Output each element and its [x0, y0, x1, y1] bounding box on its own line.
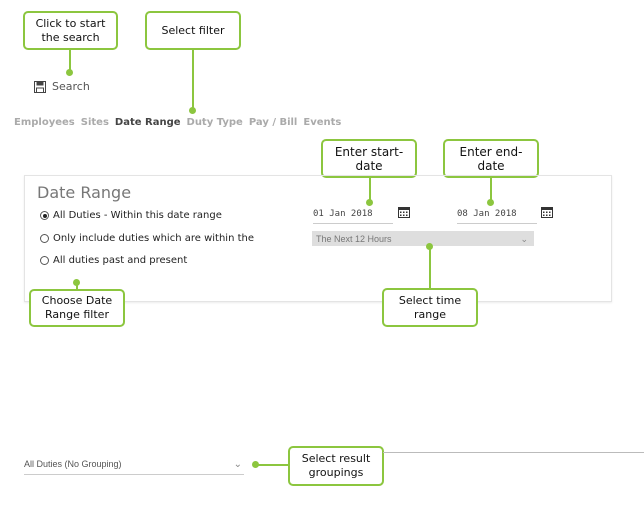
- callout-connector: [369, 178, 371, 202]
- callout-text: Click to start the search: [35, 16, 106, 44]
- radio-label: Only include duties which are within the: [53, 233, 255, 244]
- callout-start-search: Click to start the search: [23, 11, 118, 50]
- tab-duty-type[interactable]: Duty Type: [186, 117, 243, 128]
- radio-unchecked-icon: [40, 256, 49, 265]
- tab-events[interactable]: Events: [303, 117, 342, 128]
- callout-start-date: Enter start-date: [321, 139, 417, 178]
- calendar-icon[interactable]: [398, 206, 410, 218]
- callout-dot: [189, 107, 196, 114]
- panel-title: Date Range: [37, 183, 132, 202]
- tab-pay-bill[interactable]: Pay / Bill: [248, 117, 298, 128]
- time-range-select[interactable]: The Next 12 Hours ⌄: [312, 231, 534, 246]
- callout-connector: [490, 178, 492, 202]
- radio-within-range[interactable]: All Duties - Within this date range: [40, 210, 222, 221]
- tab-date-range[interactable]: Date Range: [114, 117, 181, 128]
- filter-tabs: Employees Sites Date Range Duty Type Pay…: [14, 117, 341, 128]
- date-range-panel: [24, 175, 612, 302]
- save-disk-icon: [34, 80, 46, 93]
- callout-time-range: Select time range: [382, 288, 478, 327]
- callout-text: Enter start-date: [334, 144, 404, 173]
- radio-label: All Duties - Within this date range: [53, 210, 222, 221]
- callout-date-range-filter: Choose Date Range filter: [29, 289, 125, 327]
- tab-employees[interactable]: Employees: [14, 117, 75, 128]
- radio-unchecked-icon: [40, 234, 49, 243]
- callout-connector: [255, 464, 289, 466]
- callout-connector: [192, 50, 194, 110]
- callout-groupings: Select result groupings: [288, 446, 384, 486]
- time-range-value: The Next 12 Hours: [316, 233, 392, 244]
- callout-text: Select filter: [161, 23, 225, 37]
- callout-select-filter: Select filter: [145, 11, 241, 50]
- callout-text: Enter end-date: [459, 144, 523, 173]
- callout-text: Select time range: [398, 293, 462, 321]
- radio-label: All duties past and present: [53, 255, 188, 266]
- chevron-down-icon: ⌄: [233, 459, 242, 470]
- callout-connector: [429, 246, 431, 289]
- grouping-select[interactable]: All Duties (No Grouping) ⌄: [24, 459, 244, 475]
- callout-dot: [66, 69, 73, 76]
- callout-dot: [487, 199, 494, 206]
- search-label: Search: [52, 80, 90, 93]
- end-date-input[interactable]: 08 Jan 2018: [457, 209, 537, 224]
- grouping-value: All Duties (No Grouping): [24, 459, 122, 469]
- callout-connector: [76, 282, 78, 290]
- callout-end-date: Enter end-date: [443, 139, 539, 178]
- callout-text: Choose Date Range filter: [41, 294, 113, 321]
- callout-dot: [366, 199, 373, 206]
- radio-checked-icon: [40, 211, 49, 220]
- tab-sites[interactable]: Sites: [80, 117, 109, 128]
- callout-text: Select result groupings: [301, 452, 371, 479]
- chevron-down-icon: ⌄: [520, 234, 528, 244]
- calendar-icon[interactable]: [541, 206, 553, 218]
- radio-past-present[interactable]: All duties past and present: [40, 255, 187, 266]
- callout-connector: [69, 50, 71, 72]
- divider: [383, 452, 644, 453]
- radio-only-within[interactable]: Only include duties which are within the: [40, 233, 254, 244]
- search-button[interactable]: Search: [34, 80, 90, 93]
- start-date-input[interactable]: 01 Jan 2018: [313, 209, 393, 224]
